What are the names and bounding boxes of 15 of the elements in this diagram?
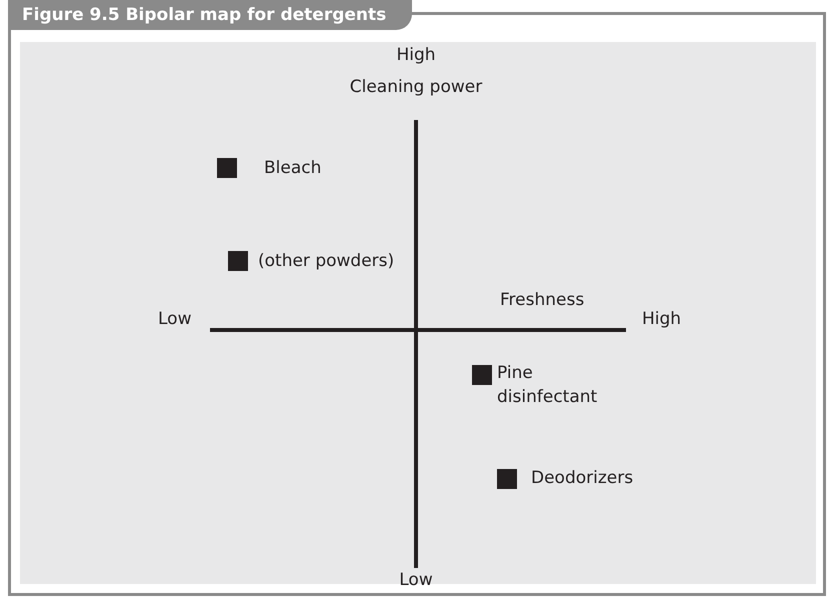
axis-title: Freshness bbox=[500, 289, 584, 312]
axis-title: Cleaning power bbox=[348, 76, 484, 99]
axis-end-label: Low bbox=[158, 308, 192, 331]
position-marker bbox=[228, 251, 248, 271]
item-label: Pine disinfectant bbox=[497, 362, 598, 409]
position-marker bbox=[472, 365, 492, 385]
axis-end-label: High bbox=[642, 308, 682, 331]
figure-title: Figure 9.5 Bipolar map for detergents bbox=[8, 0, 412, 30]
item-label: Deodorizers bbox=[531, 467, 634, 490]
axis-end-label: Low bbox=[398, 569, 434, 592]
item-label: (other powders) bbox=[258, 250, 396, 273]
axis-end-label: High bbox=[395, 44, 437, 67]
position-marker bbox=[497, 469, 517, 489]
item-label: Bleach bbox=[264, 157, 322, 180]
position-marker bbox=[217, 158, 237, 178]
